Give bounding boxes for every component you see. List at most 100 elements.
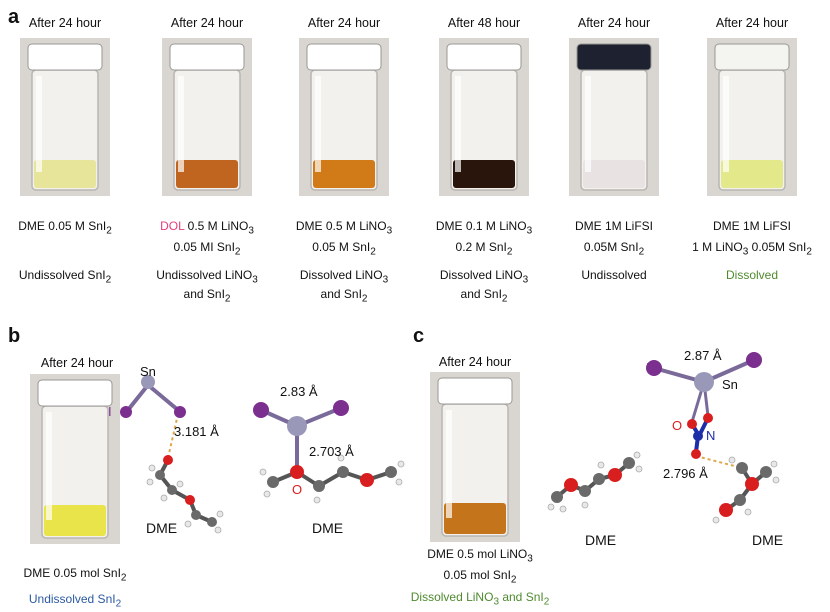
panel-c-molecule-2 bbox=[646, 352, 780, 524]
composition-sub: 2 bbox=[234, 246, 241, 258]
panel-c-status-b: and SnI bbox=[499, 590, 544, 604]
panel-b-status-text: Undissolved SnI bbox=[28, 592, 116, 606]
panel-letter-c: c bbox=[413, 325, 425, 347]
panel-c-mol2-name: DME bbox=[752, 532, 784, 548]
composition-text: 1 M LiNO bbox=[692, 240, 743, 255]
composition-text: DME 0.5 M LiNO bbox=[295, 219, 387, 233]
tin-atom bbox=[287, 416, 307, 436]
panel-c-caption-line2-sub: 2 bbox=[510, 574, 517, 586]
hydrogen-atom bbox=[176, 480, 184, 488]
hydrogen-bond bbox=[695, 455, 743, 469]
carbon-atom bbox=[760, 466, 772, 478]
panel-c-caption-line2-text: 0.05 mol SnI bbox=[443, 568, 511, 583]
panel-b-caption-text: DME 0.05 mol SnI bbox=[23, 566, 121, 580]
carbon-atom bbox=[191, 510, 201, 520]
panel-b-mol1-distance: 3.181 Å bbox=[174, 424, 219, 439]
panel-b-status-sub: 2 bbox=[115, 598, 122, 610]
composition-sub: 3 bbox=[526, 225, 533, 237]
panel-b-vial bbox=[30, 374, 120, 544]
vial-cap bbox=[576, 43, 652, 71]
panel-c-caption: DME 0.5 mol LiNO3 0.05 mol SnI2 bbox=[400, 546, 560, 589]
tin-atom bbox=[694, 372, 714, 392]
hydrogen-atom bbox=[395, 478, 403, 486]
vial-title: After 48 hour bbox=[447, 16, 521, 30]
panel-b-mol2-name: DME bbox=[312, 520, 344, 536]
vial-composition-label: DME 1M LiFSI 1 M LiNO3 0.05M SnI2 bbox=[677, 218, 827, 261]
vial-title: After 24 hour bbox=[307, 16, 381, 30]
composition-line-1: DME 1M LiFSI bbox=[677, 218, 827, 239]
vial-liquid bbox=[313, 160, 375, 188]
vial-highlight bbox=[455, 76, 461, 172]
hydrogen-atom bbox=[160, 494, 168, 502]
panel-c-status: Dissolved LiNO3 and SnI2 bbox=[390, 590, 570, 609]
status-sub: 3 bbox=[252, 274, 258, 286]
status-line-2: and SnI2 bbox=[132, 287, 282, 306]
status-line-1: Undissolved bbox=[539, 268, 689, 287]
vial-status-label: Dissolved bbox=[677, 268, 827, 287]
oxygen-atom bbox=[691, 449, 701, 459]
chemical-bond bbox=[146, 383, 180, 412]
vial-title: After 24 hour bbox=[577, 16, 651, 30]
vial-composition-label: DME 0.05 M SnI2 bbox=[0, 218, 140, 239]
hydrogen-atom bbox=[337, 454, 345, 462]
panel-b-vial-title: After 24 hour bbox=[40, 356, 114, 370]
tin-atom bbox=[141, 375, 155, 389]
vial-liquid bbox=[444, 503, 506, 534]
carbon-atom bbox=[623, 457, 635, 469]
composition-line-1: DME 1M LiFSI bbox=[539, 218, 689, 239]
composition-text: 0.05M SnI bbox=[748, 240, 807, 255]
iodine-atom bbox=[253, 402, 269, 418]
carbon-atom bbox=[313, 480, 325, 492]
carbon-atom bbox=[551, 491, 563, 503]
vial-cap bbox=[27, 43, 103, 71]
composition-line-2: 0.05 MI SnI2 bbox=[132, 239, 282, 260]
hydrogen-atom bbox=[559, 505, 567, 513]
composition-text: 0.05 M SnI bbox=[312, 240, 371, 255]
composition-line-2: 1 M LiNO3 0.05M SnI2 bbox=[677, 239, 827, 260]
vial-liquid bbox=[453, 160, 515, 188]
hydrogen-atom bbox=[772, 476, 780, 484]
panel-c-mol2-i-label: I bbox=[646, 360, 650, 375]
composition-text: 0.05 MI SnI bbox=[173, 240, 235, 255]
oxygen-atom bbox=[360, 473, 374, 487]
panel-b-status: Undissolved SnI2 bbox=[0, 592, 150, 611]
oxygen-atom bbox=[163, 455, 173, 465]
panel-b-mol1-name: DME bbox=[146, 520, 178, 536]
hydrogen-bond bbox=[167, 413, 179, 459]
panel-b-caption: DME 0.05 mol SnI2 bbox=[0, 565, 150, 586]
hydrogen-atom bbox=[597, 461, 605, 469]
composition-sub: 2 bbox=[506, 246, 513, 258]
panel-b-mol1-sn-label: Sn bbox=[140, 364, 156, 379]
panel-letter-a: a bbox=[8, 6, 20, 28]
vial-highlight bbox=[36, 76, 42, 172]
panel-c-caption-line1: DME 0.5 mol LiNO3 bbox=[400, 546, 560, 567]
status-sub: 2 bbox=[501, 293, 508, 305]
iodine-atom bbox=[646, 360, 662, 376]
vial-cap bbox=[306, 43, 382, 71]
panel-b-mol2-distance-top: 2.83 Å bbox=[280, 384, 318, 399]
hydrogen-atom bbox=[259, 468, 267, 476]
composition-line-2: 0.2 M SnI2 bbox=[409, 239, 559, 260]
hydrogen-atom bbox=[728, 456, 736, 464]
hydrogen-atom bbox=[744, 508, 752, 516]
vial-liquid bbox=[176, 160, 238, 188]
panel-c-mol2-distance-top: 2.87 Å bbox=[684, 348, 722, 363]
status-text: Dissolved LiNO bbox=[299, 268, 383, 282]
status-text: Undissolved SnI bbox=[18, 268, 106, 282]
vial-highlight bbox=[446, 410, 452, 518]
status-text: Dissolved LiNO bbox=[439, 268, 523, 282]
oxygen-atom bbox=[608, 468, 622, 482]
hydrogen-atom bbox=[770, 460, 778, 468]
hydrogen-atom bbox=[216, 510, 224, 518]
status-sub: 2 bbox=[224, 293, 231, 305]
panel-b-mol2-distance-o: 2.703 Å bbox=[309, 444, 354, 459]
panel-b-mol1-i-label: I bbox=[108, 404, 112, 419]
composition-text: DME 1M LiFSI bbox=[574, 219, 653, 233]
composition-text: DME 1M LiFSI bbox=[712, 219, 791, 233]
vial-highlight bbox=[315, 76, 321, 172]
chemical-bond bbox=[126, 383, 150, 412]
oxygen-atom bbox=[564, 478, 578, 492]
vial-highlight bbox=[178, 76, 184, 172]
